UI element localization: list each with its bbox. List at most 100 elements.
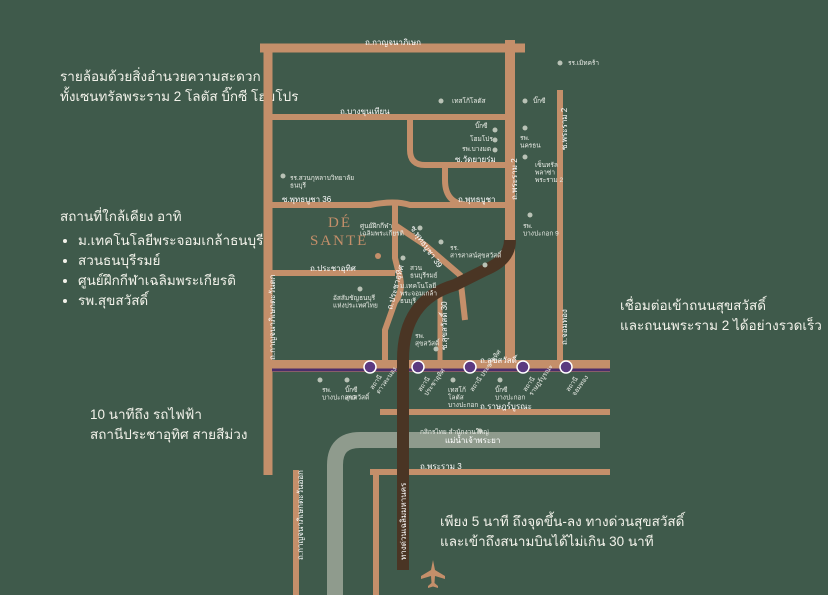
label-wat-yai-rom: ซ.วัดยายร่ม bbox=[455, 155, 496, 164]
text-line: บิ๊กซี bbox=[345, 385, 358, 394]
text-line: ธนบุรีรมย์ bbox=[410, 271, 438, 279]
list-item: สวนธนบุรีรมย์ bbox=[78, 251, 263, 271]
label-kanchanaphisek-west: ถ.กาญจนาภิเษกตะวันตก bbox=[268, 274, 277, 360]
text-line: รร. bbox=[450, 245, 459, 252]
info-train-line1: 10 นาทีถึง รถไฟฟ้า bbox=[90, 407, 202, 422]
text-line: รร.สวนกุหลาบวิทยาลัย bbox=[290, 174, 354, 182]
text-line: บางปะกอก3 bbox=[322, 394, 356, 401]
info-nearby-title: สถานที่ใกล้เคียง อาทิ bbox=[60, 209, 182, 224]
info-train-line2: สถานีประชาอุทิศ สายสีม่วง bbox=[90, 427, 248, 442]
label-suksawat: ถ.สุขสวัสดิ์ bbox=[480, 354, 518, 365]
poi-label: เซ็นทรัลพลาซ่าพระราม 2 bbox=[535, 160, 563, 184]
river-label: แม่น้ำเจ้าพระยา bbox=[445, 434, 500, 445]
text-line: สุขสวัสดิ์ bbox=[415, 338, 441, 347]
info-access-line1: เชื่อมต่อเข้าถนนสุขสวัสดิ์ bbox=[620, 298, 767, 313]
text-line: บิ๊กซี bbox=[495, 385, 508, 394]
text-line: สารสาสน์สุขสวัสดิ์ bbox=[450, 250, 503, 259]
expressway bbox=[397, 239, 516, 570]
info-nearby: สถานที่ใกล้เคียง อาทิ ม.เทคโนโลยีพระจอมเ… bbox=[60, 207, 263, 311]
text-line: อัสสัมชัญธนบุรี bbox=[333, 294, 376, 302]
info-amenities-line2: ทั้งเซนทรัลพระราม 2 โลตัส บิ๊กซี โฮมโปร bbox=[60, 89, 299, 104]
station-marker bbox=[463, 360, 477, 374]
text-line: รพ. bbox=[520, 135, 530, 142]
poi-label: รร.เมิทคร้า bbox=[568, 59, 599, 67]
station-marker bbox=[516, 360, 530, 374]
poi-label: ศูนย์ฝึกกีฬาเฉลิมพระเกียรติ bbox=[360, 222, 404, 237]
poi-label: เทสโก้โลตัส bbox=[452, 97, 486, 105]
poi-label: รพ.นครธน bbox=[520, 135, 541, 149]
text-line: แห่งประเทศไทย bbox=[333, 301, 378, 309]
label-rama2-soi: ซ.พระราม 2 bbox=[560, 107, 569, 150]
text-line: บางปะกอก bbox=[448, 402, 478, 409]
label-suksawat-30: ซ.สุขสวัสดิ์ 30 bbox=[438, 301, 449, 350]
info-access: เชื่อมต่อเข้าถนนสุขสวัสดิ์ และถนนพระราม … bbox=[620, 296, 822, 336]
poi-label: โฮมโปร bbox=[470, 135, 493, 143]
label-kanchanaphisek: ถ.กาญจนาภิเษก bbox=[365, 38, 421, 47]
poi-label: สวนธนบุรีรมย์ bbox=[410, 265, 438, 279]
label-ratburana: ถ.ราษฎร์บูรณะ bbox=[480, 401, 532, 412]
text-line: บางปะกอก bbox=[495, 394, 525, 401]
list-item: ศูนย์ฝึกกีฬาเฉลิมพระเกียรติ bbox=[78, 271, 263, 291]
station-label: บิ๊กซีบางปะกอก bbox=[495, 385, 525, 401]
station-marker bbox=[411, 360, 425, 374]
poi-label: อัสสัมชัญธนบุรีแห่งประเทศไทย bbox=[333, 294, 378, 309]
text-line: บางปะกอก 9 bbox=[523, 230, 559, 237]
text-line: เซ็นทรัล bbox=[535, 160, 558, 169]
info-train: 10 นาทีถึง รถไฟฟ้า สถานีประชาอุทิศ สายสี… bbox=[90, 405, 247, 445]
text-line: ม.เทคโนโลยี bbox=[400, 282, 436, 290]
poi-label: รพ.สุขสวัสดิ์ bbox=[415, 333, 441, 347]
label-pracha-uthit: ถ.ประชาอุทิศ bbox=[310, 264, 356, 273]
info-nearby-list: ม.เทคโนโลยีพระจอมเกล้าธนบุรี สวนธนบุรีรม… bbox=[60, 231, 263, 311]
airplane-icon bbox=[421, 560, 445, 588]
text-line: สุขสวัสดิ์ bbox=[345, 392, 371, 401]
text-line: โลตัส bbox=[448, 393, 464, 401]
info-expressway-line1: เพียง 5 นาที ถึงจุดขึ้น-ลง ทางด่วนสุขสวั… bbox=[440, 514, 685, 529]
station-marker bbox=[559, 360, 573, 374]
label-jomthong: ถ.จอมทอง bbox=[560, 309, 569, 345]
poi-label: รพ.บางมด bbox=[462, 146, 491, 153]
station-label: เทสโก้โลตัสบางปะกอก bbox=[448, 386, 478, 409]
text-line: รพ. bbox=[322, 387, 332, 394]
road-wat-yai-rom bbox=[407, 117, 510, 168]
info-amenities-line1: รายล้อมด้วยสิ่งอำนวยความสะดวก bbox=[60, 69, 261, 84]
poi-label: รร.สารสาสน์สุขสวัสดิ์ bbox=[450, 245, 503, 259]
list-item: ม.เทคโนโลยีพระจอมเกล้าธนบุรี bbox=[78, 231, 263, 251]
road-pracha-uthit bbox=[382, 205, 404, 366]
poi-label: บิ๊กซี bbox=[475, 121, 488, 130]
road-phutthabucha bbox=[268, 199, 510, 208]
brand-line1: DÉ bbox=[328, 214, 352, 231]
station-labels: รพ.บางปะกอก3 บิ๊กซีสุขสวัสดิ์ สถานีดาวคะ… bbox=[317, 347, 590, 409]
text-line: พระราม 2 bbox=[535, 177, 563, 184]
station-label: บิ๊กซีสุขสวัสดิ์ bbox=[345, 385, 371, 401]
label-phutthabucha-39: ซ.พุทธบูชา 39 bbox=[408, 224, 445, 270]
station-label: รพ.บางปะกอก3 bbox=[322, 387, 356, 401]
text-line: เฉลิมพระเกียรติ bbox=[360, 229, 404, 237]
info-access-line2: และถนนพระราม 2 ได้อย่างรวดเร็ว bbox=[620, 318, 822, 333]
station-marker bbox=[363, 360, 377, 374]
location-marker bbox=[375, 253, 381, 259]
stations bbox=[363, 360, 573, 374]
road-phutthabucha-39 bbox=[393, 222, 468, 321]
label-expressway: ทางด่วนเฉลิมมหานคร bbox=[399, 482, 408, 560]
label-rama3: ถ.พระราม 3 bbox=[420, 462, 462, 471]
text-line: ศูนย์ฝึกกีฬา bbox=[360, 222, 393, 230]
text-line: นครธน bbox=[520, 142, 541, 149]
text-line: พระจอมเกล้า bbox=[400, 289, 437, 297]
poi-label: รร.สวนกุหลาบวิทยาลัยธนบุรี bbox=[290, 174, 354, 189]
label-rama2: ถ.พระราม 2 bbox=[510, 158, 519, 200]
text-line: พลาซ่า bbox=[535, 169, 555, 176]
info-expressway-line2: และเข้าถึงสนามบินได้ไม่เกิน 30 นาที bbox=[440, 534, 654, 549]
text-line: ธนบุรี bbox=[400, 297, 417, 305]
text-line: รพ. bbox=[523, 223, 533, 230]
info-amenities: รายล้อมด้วยสิ่งอำนวยความสะดวก ทั้งเซนทรั… bbox=[60, 67, 298, 107]
text-line: เทสโก้ bbox=[448, 386, 466, 394]
info-expressway: เพียง 5 นาที ถึงจุดขึ้น-ลง ทางด่วนสุขสวั… bbox=[440, 512, 684, 552]
river bbox=[327, 432, 600, 595]
points-of-interest: รร.เมิทคร้า เทสโก้โลตัส บิ๊กซี บิ๊กซี โฮ… bbox=[280, 59, 599, 436]
brand-line2: SANTE bbox=[310, 233, 368, 249]
poi-label: รพ.บางปะกอก 9 bbox=[523, 223, 559, 237]
label-phutthabucha: ถ.พุทธบูชา bbox=[458, 195, 496, 205]
poi-label: ม.เทคโนโลยีพระจอมเกล้าธนบุรี bbox=[400, 282, 437, 305]
label-bangkhunthian: ถ.บางขุนเทียน bbox=[340, 107, 390, 116]
